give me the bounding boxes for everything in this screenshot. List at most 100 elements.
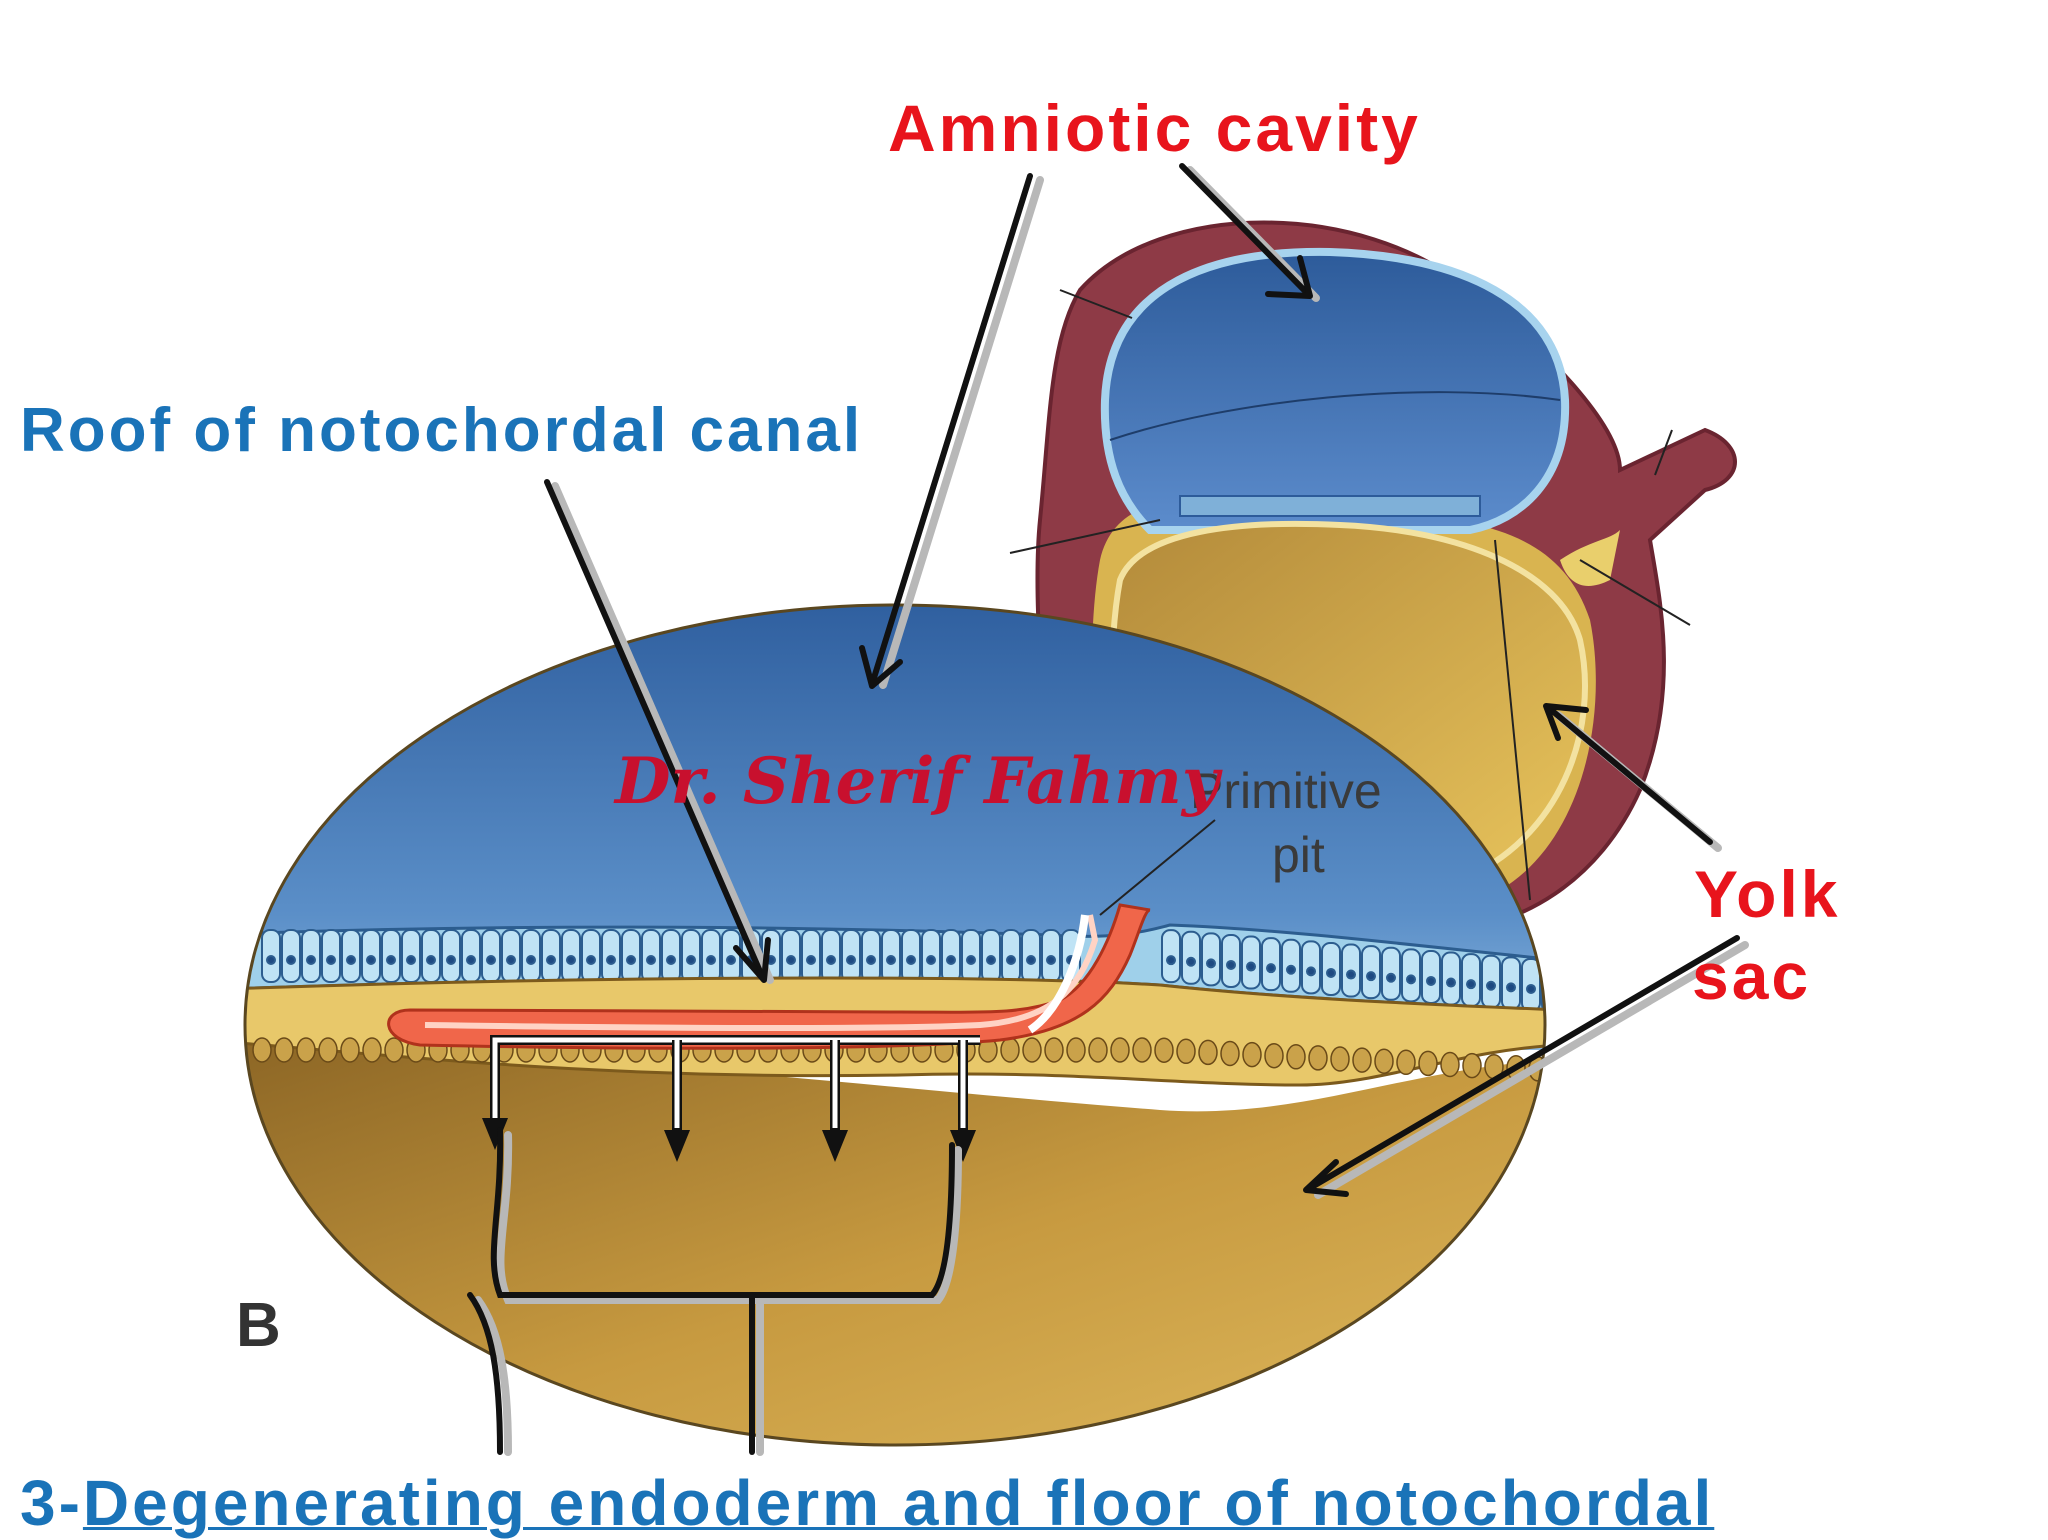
cell-nucleus xyxy=(506,955,516,965)
panel-letter: B xyxy=(236,1291,281,1360)
endoderm-cell xyxy=(1000,1037,1020,1063)
cell-nucleus xyxy=(1266,963,1276,974)
cell-nucleus xyxy=(966,955,976,965)
cell-nucleus xyxy=(1526,983,1536,994)
notochordal-canal xyxy=(424,914,1099,1032)
endoderm-cell xyxy=(1440,1051,1460,1078)
cell-nucleus xyxy=(526,955,536,965)
cell-nucleus xyxy=(446,955,456,965)
cell-nucleus xyxy=(286,955,296,965)
cell-nucleus xyxy=(706,955,716,965)
cell-nucleus xyxy=(406,955,416,965)
cell-nucleus xyxy=(466,955,476,965)
endoderm-cell xyxy=(1110,1037,1130,1063)
cell-nucleus xyxy=(1446,977,1456,988)
endoderm-cell xyxy=(340,1037,360,1063)
bracket-lines xyxy=(467,1127,962,1456)
cell-nucleus xyxy=(266,955,276,965)
small-ectoderm xyxy=(1179,495,1481,517)
cell-nucleus xyxy=(726,955,736,965)
endoderm-cell xyxy=(1242,1041,1262,1068)
primitive-pit-label-line2: pit xyxy=(1272,827,1325,883)
cell-nucleus xyxy=(846,955,856,965)
cell-nucleus xyxy=(1006,955,1016,965)
cell-nucleus xyxy=(586,955,596,965)
watermark: Dr. Sherif Fahmy xyxy=(615,744,1220,819)
endoderm-cell xyxy=(296,1037,316,1063)
endoderm-cell xyxy=(1418,1050,1438,1077)
endoderm-cell xyxy=(1264,1042,1284,1069)
yolk-region xyxy=(245,1035,1545,1445)
cell-nucleus xyxy=(1246,961,1256,972)
cell-nucleus xyxy=(866,955,876,965)
cell-nucleus xyxy=(826,955,836,965)
cell-nucleus xyxy=(1306,966,1316,977)
cell-nucleus xyxy=(886,955,896,965)
cell-nucleus xyxy=(626,955,636,965)
cell-nucleus xyxy=(366,955,376,965)
cell-nucleus xyxy=(1046,955,1056,965)
endoderm-cell xyxy=(1374,1048,1394,1074)
cell-nucleus xyxy=(926,955,936,965)
cell-nucleus xyxy=(486,955,496,965)
bottom-caption: 3-Degenerating endoderm and floor of not… xyxy=(20,1466,1714,1540)
cell-nucleus xyxy=(1346,969,1356,980)
cell-nucleus xyxy=(1026,955,1036,965)
cell-nucleus xyxy=(1486,980,1496,991)
endoderm-cell xyxy=(362,1037,382,1063)
cell-nucleus xyxy=(1206,958,1216,969)
endoderm-cell xyxy=(1154,1037,1174,1063)
cell-nucleus xyxy=(1426,975,1436,986)
primitive-pit-channel xyxy=(1027,914,1089,1034)
endoderm-cell xyxy=(1352,1047,1372,1073)
small-leader-lines xyxy=(1009,289,1691,901)
endoderm-cell xyxy=(1330,1046,1350,1072)
endoderm-cell xyxy=(1044,1037,1064,1063)
cell-nucleus xyxy=(1466,979,1476,990)
cell-nucleus xyxy=(986,955,996,965)
roof-label: Roof of notochordal canal xyxy=(20,396,864,465)
endoderm-cell xyxy=(384,1037,404,1063)
yolk-sac-label-line1: Yolk xyxy=(1694,857,1841,931)
cell-nucleus xyxy=(646,955,656,965)
cell-nucleus xyxy=(1406,974,1416,985)
endoderm-cell xyxy=(1066,1037,1086,1063)
cell-nucleus xyxy=(946,955,956,965)
label-arrows xyxy=(544,163,1749,1199)
amniotic-cavity-label: Amniotic cavity xyxy=(888,91,1421,165)
cell-nucleus xyxy=(326,955,336,965)
endoderm-cell xyxy=(1308,1045,1328,1071)
endoderm-cell xyxy=(1132,1037,1152,1063)
cell-nucleus xyxy=(566,955,576,965)
endoderm-cell xyxy=(1022,1037,1042,1063)
connecting-stalk xyxy=(1560,530,1620,586)
cell-nucleus xyxy=(786,955,796,965)
bottom-link[interactable]: Degenerating endoderm and floor of notoc… xyxy=(82,1467,1715,1539)
degeneration-arrows xyxy=(482,1035,980,1162)
cell-nucleus xyxy=(686,955,696,965)
small-amniotic-cavity xyxy=(1100,247,1570,534)
cell-nucleus xyxy=(1366,971,1376,982)
cell-nucleus xyxy=(1326,967,1336,978)
cell-nucleus xyxy=(1186,956,1196,967)
endoderm-cell xyxy=(1088,1037,1108,1063)
cell-nucleus xyxy=(1386,972,1396,983)
endoderm-cell xyxy=(252,1037,272,1063)
cell-nucleus xyxy=(346,955,356,965)
cell-nucleus xyxy=(306,955,316,965)
endoderm-cell xyxy=(1198,1039,1218,1066)
cell-nucleus xyxy=(1286,964,1296,975)
cell-nucleus xyxy=(1166,955,1176,966)
bottom-prefix: 3- xyxy=(20,1467,83,1539)
endoderm-cell xyxy=(1286,1044,1306,1070)
primitive-pit-leader xyxy=(1099,819,1216,916)
cell-nucleus xyxy=(386,955,396,965)
cell-nucleus xyxy=(1547,987,1555,995)
endoderm-cell xyxy=(1462,1052,1482,1079)
endoderm-cell xyxy=(274,1037,294,1063)
yolk-sac-label-line2: sac xyxy=(1692,939,1812,1013)
cell-nucleus xyxy=(426,955,436,965)
cell-nucleus xyxy=(606,955,616,965)
cell-nucleus xyxy=(1226,959,1236,970)
